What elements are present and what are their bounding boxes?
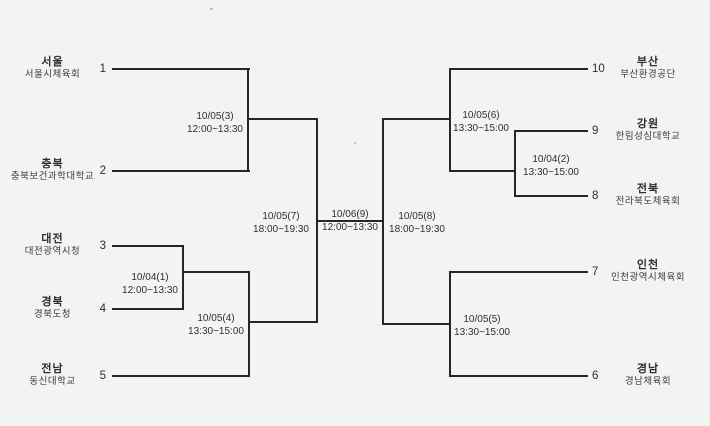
seed1-line [112,68,250,70]
match-1-label: 10/04(1) 12:00~13:30 [105,271,195,297]
team-name: 경북 [41,296,64,308]
match6-vertical [449,68,451,172]
seed-number-9: 9 [592,125,599,137]
match4-winner-line [248,321,318,323]
team-block-seed1: 서울 서울시체육회 [0,56,105,81]
match-time: 12:00~13:30 [187,124,243,135]
team-block-seed6: 경남 경남체육회 [593,363,703,388]
match-8-label: 10/05(8) 18:00~19:30 [372,210,462,236]
team-block-seed10: 부산 부산환경공단 [593,56,703,81]
seed-number-10: 10 [592,63,605,75]
seed9-line [515,130,588,132]
match-4-label: 10/05(4) 13:30~15:00 [171,312,261,338]
match-time: 13:30~15:00 [523,167,579,178]
scan-speck [210,8,213,10]
seed8-line [515,195,588,197]
seed-number-1: 1 [99,63,106,75]
team-org: 동신대학교 [29,376,76,387]
match2-winner-line [450,170,516,172]
team-block-seed5: 전남 동신대학교 [0,363,105,388]
seed7-line [450,271,588,273]
scan-speck [354,142,356,144]
team-name: 충북 [41,158,64,170]
team-name: 강원 [636,118,660,130]
match-time: 12:00~13:30 [322,222,378,233]
seed-number-4: 4 [99,303,106,315]
match1-vertical [182,245,184,310]
team-org: 서울시체육회 [24,69,81,80]
team-org: 경남체육회 [624,376,672,387]
team-name: 경남 [636,363,660,375]
seed-number-5: 5 [99,370,106,382]
match6-winner-line [383,118,451,120]
team-block-seed7: 인천 인천광역시체육회 [593,259,703,284]
match-time: 12:00~13:30 [122,285,178,296]
team-name: 전남 [41,363,64,375]
match-code: 10/05(3) [196,111,234,122]
team-org: 부산환경공단 [620,69,676,80]
match-code: 10/05(5) [463,314,501,325]
match-code: 10/06(9) [331,209,369,220]
match2-vertical [514,130,516,197]
match-code: 10/04(1) [131,272,169,283]
team-block-seed3: 대전 대전광역시청 [0,233,105,258]
final-match-line [316,220,384,222]
match-9-final-label: 10/06(9) 12:00~13:30 [305,208,395,234]
team-org: 대전광역시청 [24,246,81,257]
match-code: 10/05(6) [462,110,500,121]
match-code: 10/05(4) [197,313,235,324]
team-block-seed4: 경북 경북도청 [0,296,105,321]
team-name: 인천 [636,259,660,271]
match-time: 13:30~15:00 [188,326,244,337]
seed6-line [450,375,588,377]
match-6-label: 10/05(6) 13:30~15:00 [436,109,526,135]
seed10-line [450,68,588,70]
team-org: 전라북도체육회 [615,196,681,207]
seed-number-6: 6 [592,370,599,382]
match3-winner-line [247,118,318,120]
team-org: 경북도청 [34,309,71,320]
match3-vertical [247,68,249,172]
match-3-label: 10/05(3) 12:00~13:30 [170,110,260,136]
team-block-seed2: 충북 충북보건과학대학교 [0,158,105,183]
match-time: 18:00~19:30 [389,224,445,235]
seed4-line [112,308,184,310]
match-time: 18:00~19:30 [253,224,309,235]
seed3-line [112,245,184,247]
match-5-label: 10/05(5) 13:30~15:00 [437,313,527,339]
team-name: 전북 [636,183,660,195]
semifinal8-vertical [382,118,384,325]
team-org: 한림성심대학교 [615,131,681,142]
seed2-line [112,170,250,172]
match-code: 10/04(2) [532,154,570,165]
match1-winner-line [182,271,250,273]
team-name: 대전 [41,233,64,245]
match-time: 13:30~15:00 [454,327,510,338]
seed-number-3: 3 [99,240,106,252]
seed-number-8: 8 [592,190,599,202]
seed5-line [112,375,250,377]
seed-number-7: 7 [592,266,599,278]
team-org: 인천광역시체육회 [611,272,685,283]
seed-number-2: 2 [99,165,106,177]
team-name: 부산 [636,56,660,68]
match-time: 13:30~15:00 [453,123,509,134]
team-block-seed8: 전북 전라북도체육회 [593,183,703,208]
team-block-seed9: 강원 한림성심대학교 [593,118,703,143]
match-code: 10/05(8) [398,211,436,222]
match-code: 10/05(7) [262,211,300,222]
match4-vertical [248,271,250,377]
team-name: 서울 [41,56,64,68]
match5-winner-line [383,323,451,325]
team-org: 충북보건과학대학교 [10,171,95,182]
match-2-label: 10/04(2) 13:30~15:00 [506,153,596,179]
match-7-label: 10/05(7) 18:00~19:30 [236,210,326,236]
